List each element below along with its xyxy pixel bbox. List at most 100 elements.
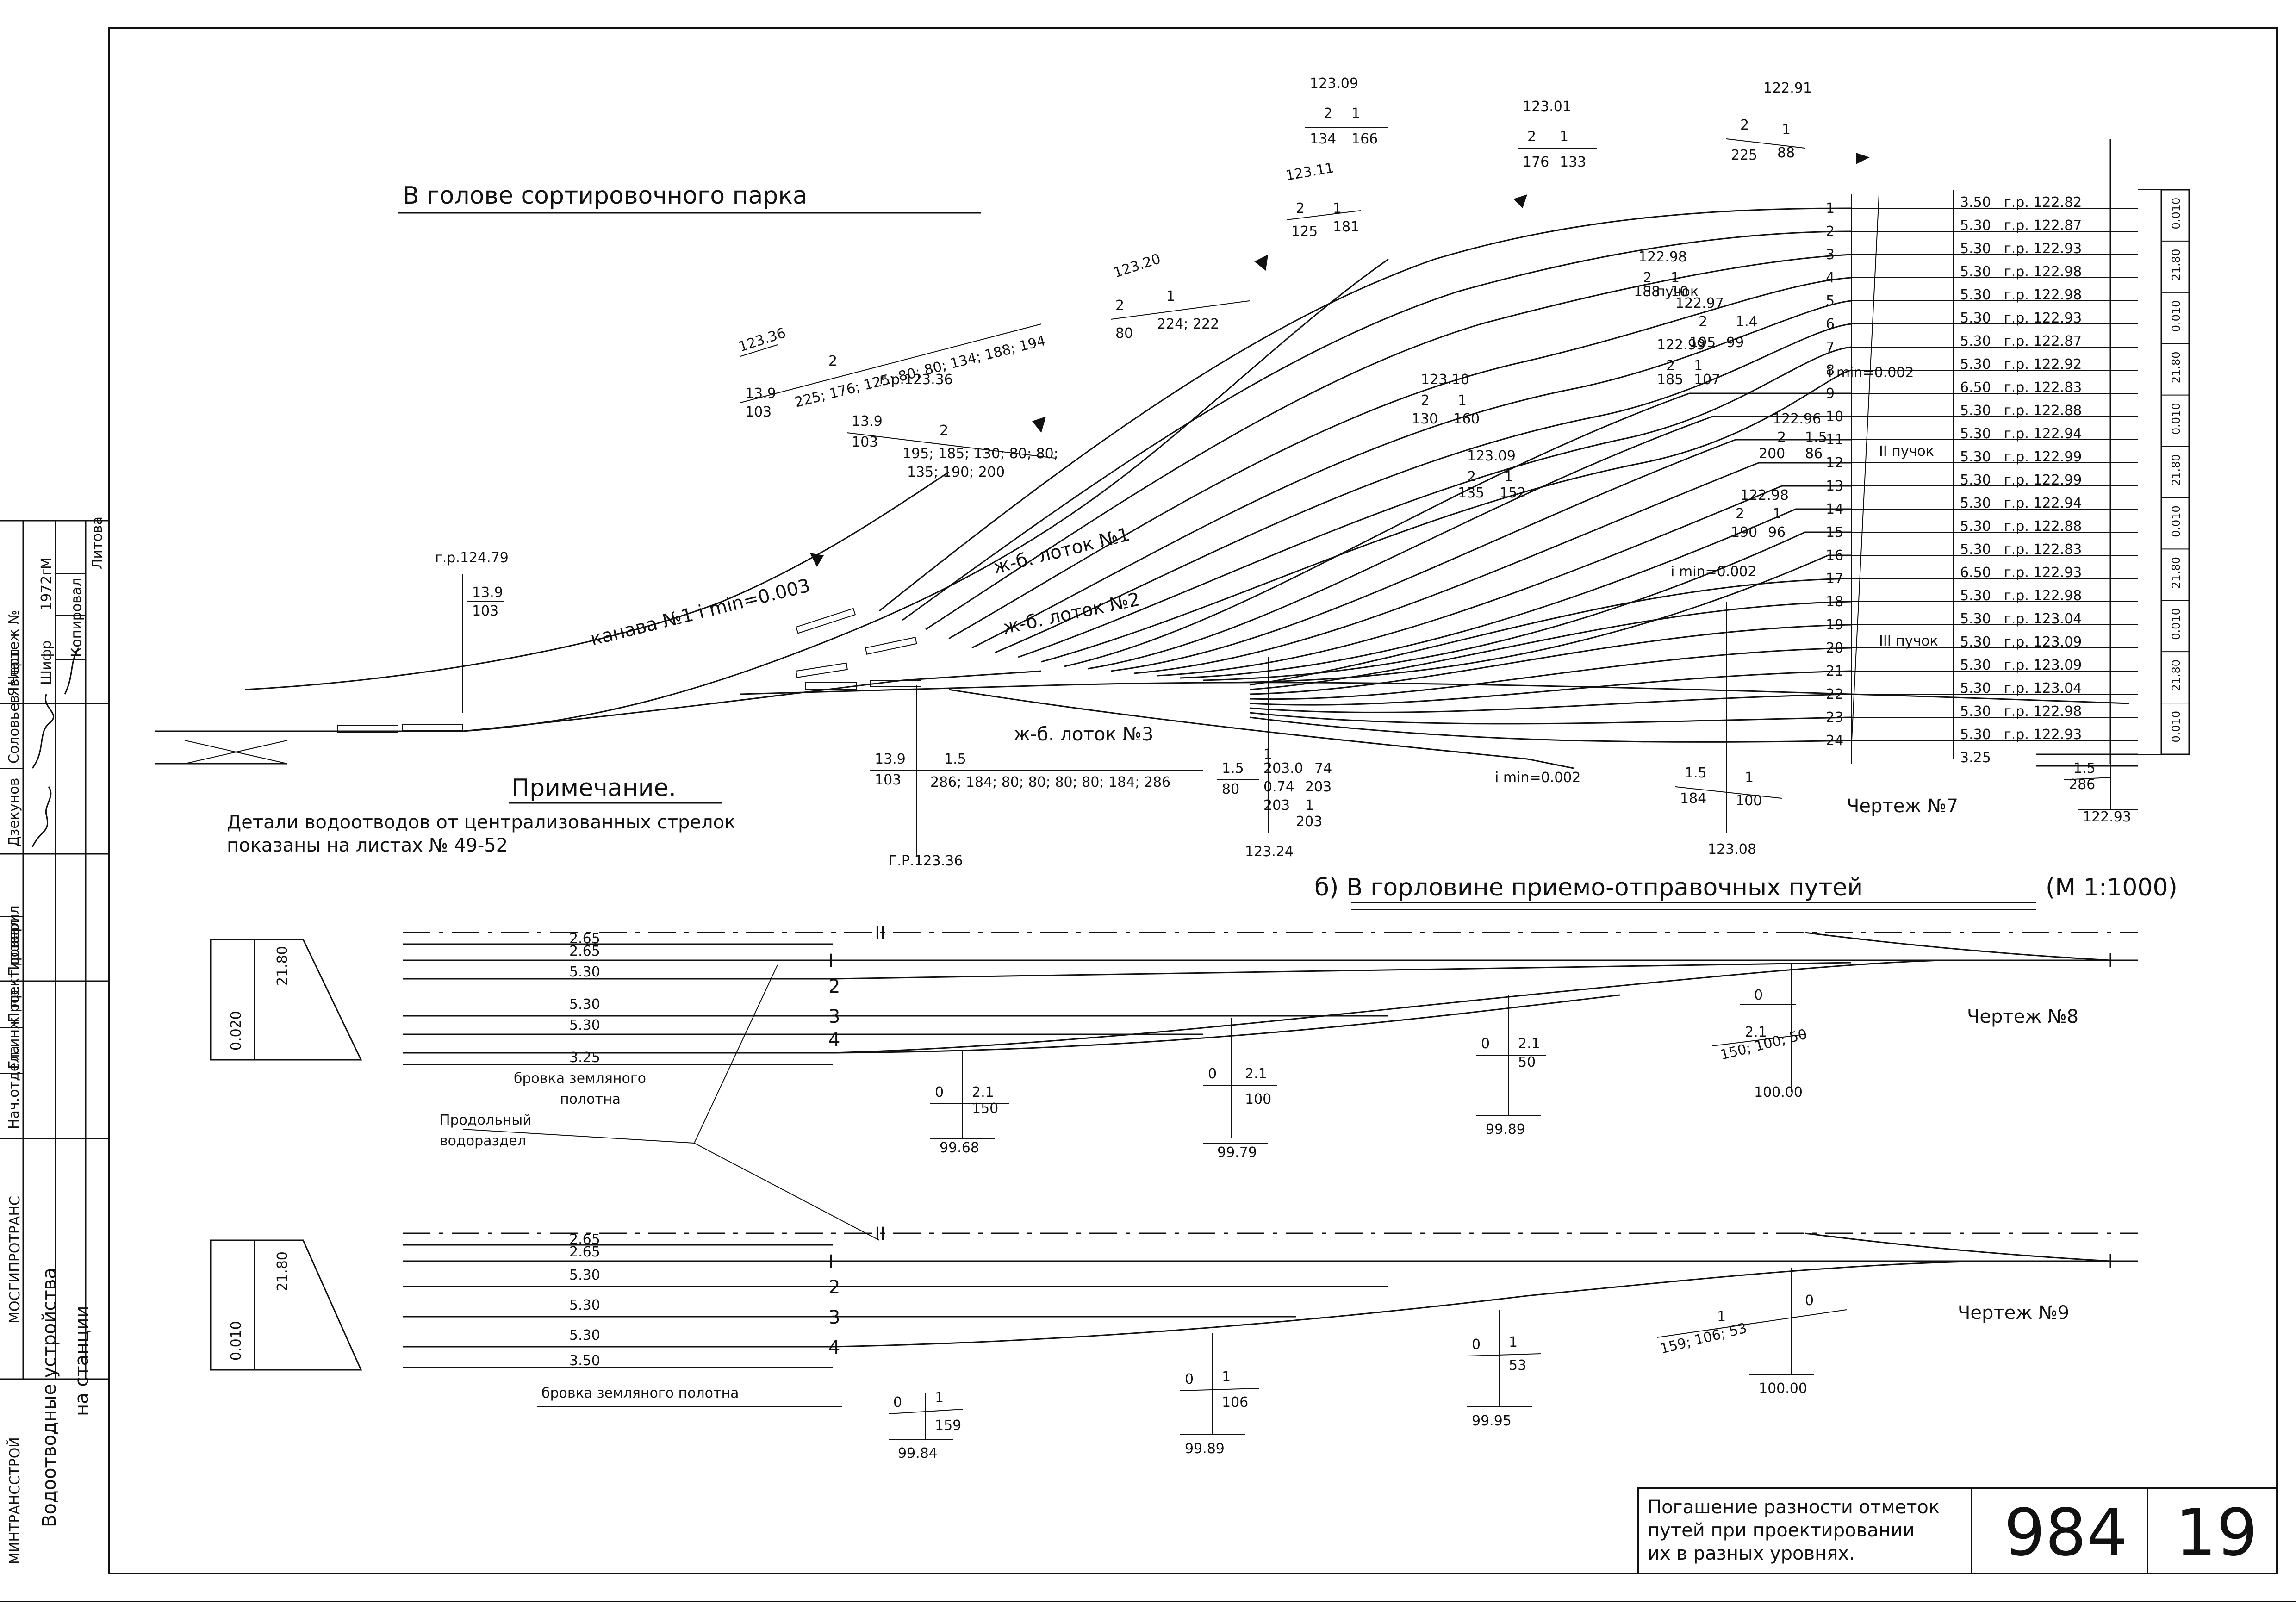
svg-text:1: 1 xyxy=(1263,746,1272,763)
svg-text:13.9: 13.9 xyxy=(875,751,906,767)
track-number: 8 xyxy=(1826,362,1835,379)
svg-text:1: 1 xyxy=(1694,358,1703,374)
tray-3-line xyxy=(948,689,1574,769)
slope-value: 0.010 xyxy=(2170,711,2183,743)
plan-9 xyxy=(403,1232,2138,1368)
svg-text:I: I xyxy=(828,1251,834,1273)
svg-text:2.65: 2.65 xyxy=(569,943,600,959)
svg-text:бровка земляного: бровка земляного xyxy=(514,1070,646,1087)
slope-value: 0.010 xyxy=(2170,198,2183,230)
svg-text:1: 1 xyxy=(1166,288,1175,305)
svg-text:2: 2 xyxy=(1115,298,1124,314)
svg-text:2: 2 xyxy=(940,423,948,439)
canal-1-line xyxy=(245,471,949,690)
svg-text:99.89: 99.89 xyxy=(1185,1441,1225,1457)
svg-text:1: 1 xyxy=(1671,270,1680,286)
stamp-right-1: Чертеж № xyxy=(6,610,22,685)
svg-text:2: 2 xyxy=(1643,270,1652,286)
svg-text:0: 0 xyxy=(1185,1371,1194,1387)
slope-value: 21.80 xyxy=(2170,454,2183,486)
svg-text:г.р.123.36: г.р.123.36 xyxy=(879,372,953,388)
svg-text:122.96: 122.96 xyxy=(1773,411,1821,427)
svg-text:122.91: 122.91 xyxy=(1763,80,1812,96)
svg-text:2: 2 xyxy=(828,353,837,369)
svg-text:176: 176 xyxy=(1523,154,1549,170)
svg-text:123.09: 123.09 xyxy=(1467,448,1516,464)
svg-text:3: 3 xyxy=(828,1006,840,1027)
svg-text:106: 106 xyxy=(1222,1394,1248,1411)
yard-fan xyxy=(879,139,2138,767)
svg-text:II: II xyxy=(875,1224,886,1245)
track-number: 13 xyxy=(1826,478,1843,494)
svg-text:134: 134 xyxy=(1310,131,1336,147)
track-number: 4 xyxy=(1826,270,1835,286)
svg-text:0.010: 0.010 xyxy=(228,1321,244,1361)
svg-text:103: 103 xyxy=(852,434,878,450)
track-number: 3 xyxy=(1826,247,1835,263)
side-stamp: МИНТРАНССТРОЙ МОСГИПРОТРАНС Водоотводные… xyxy=(0,516,109,1564)
note-text-2: показаны на листах № 49-52 xyxy=(227,835,508,856)
track-number: 15 xyxy=(1826,524,1843,541)
svg-text:2: 2 xyxy=(1699,314,1707,330)
bundle-3: III пучок xyxy=(1879,633,1938,649)
svg-text:160: 160 xyxy=(1453,411,1480,427)
svg-text:2.1: 2.1 xyxy=(972,1084,994,1101)
svg-text:135: 135 xyxy=(1458,485,1484,501)
track-number: 2 xyxy=(1826,224,1835,240)
svg-text:1: 1 xyxy=(1717,1309,1726,1325)
svg-text:5.30: 5.30 xyxy=(569,996,600,1013)
stamp-subject-1: Водоотводные устройства xyxy=(39,1268,60,1527)
tray-3-label: ж-б. лоток №3 xyxy=(1014,724,1153,745)
svg-text:г.р.124.79: г.р.124.79 xyxy=(435,550,509,566)
slope-value: 21.80 xyxy=(2170,659,2183,691)
svg-text:224; 222: 224; 222 xyxy=(1157,316,1219,332)
svg-text:1.5: 1.5 xyxy=(2073,760,2096,777)
svg-text:водораздел: водораздел xyxy=(440,1133,526,1149)
signature-2 xyxy=(31,694,55,769)
svg-text:13.9: 13.9 xyxy=(745,386,776,402)
svg-text:1: 1 xyxy=(1222,1369,1231,1385)
stamp-right-4: М xyxy=(38,557,55,569)
note-text-1: Детали водоотводов от централизованных с… xyxy=(227,812,735,833)
stamp-right-5: Копировал xyxy=(68,578,85,657)
svg-text:5.30: 5.30 xyxy=(569,964,600,980)
slope-strip: 0.01021.800.01021.800.01021.800.01021.80… xyxy=(2138,189,2190,755)
cross-section-8: 0.020 21.80 xyxy=(210,939,362,1061)
svg-text:2: 2 xyxy=(1527,129,1536,145)
svg-text:122.93: 122.93 xyxy=(2083,809,2131,825)
svg-text:103: 103 xyxy=(875,772,901,788)
svg-text:107: 107 xyxy=(1694,372,1720,388)
track-number: 5 xyxy=(1826,293,1835,309)
svg-text:13.9: 13.9 xyxy=(472,585,503,601)
svg-text:100.00: 100.00 xyxy=(1759,1380,1807,1397)
svg-text:Чертеж №8: Чертеж №8 xyxy=(1967,1006,2078,1027)
svg-text:21.80: 21.80 xyxy=(274,946,291,986)
svg-text:2.1: 2.1 xyxy=(1745,1024,1767,1040)
drawing-7-label: Чертеж №7 xyxy=(1847,796,1958,817)
track-width-last: 3.25 xyxy=(1960,750,1991,766)
svg-text:80: 80 xyxy=(1222,781,1239,797)
track-number: 12 xyxy=(1826,455,1843,471)
svg-text:0: 0 xyxy=(1472,1337,1481,1353)
imin-8: i min=0.002 xyxy=(1828,365,1914,381)
svg-text:0.74: 0.74 xyxy=(1263,779,1294,795)
svg-text:1.5: 1.5 xyxy=(944,751,966,767)
svg-text:4: 4 xyxy=(828,1029,840,1051)
svg-text:2: 2 xyxy=(1467,469,1476,485)
svg-text:99.68: 99.68 xyxy=(940,1140,979,1156)
svg-text:99.79: 99.79 xyxy=(1217,1144,1257,1161)
bottom-marks-a: 13.9 1.5 103 286; 184; 80; 80; 80; 80; 1… xyxy=(870,602,2138,869)
svg-text:135; 190; 200: 135; 190; 200 xyxy=(907,464,1005,480)
svg-text:Чертеж №9: Чертеж №9 xyxy=(1958,1302,2069,1324)
svg-text:2: 2 xyxy=(1421,392,1430,409)
title-block-text-3: их в разных уровнях. xyxy=(1648,1543,1855,1564)
svg-text:99: 99 xyxy=(1726,335,1744,351)
track-number: 1 xyxy=(1826,200,1835,217)
svg-text:13.9: 13.9 xyxy=(852,413,883,429)
signature-3 xyxy=(64,647,80,695)
track-number: 23 xyxy=(1826,709,1843,726)
album-number: 984 xyxy=(2004,1495,2128,1571)
svg-text:80: 80 xyxy=(1115,325,1133,342)
